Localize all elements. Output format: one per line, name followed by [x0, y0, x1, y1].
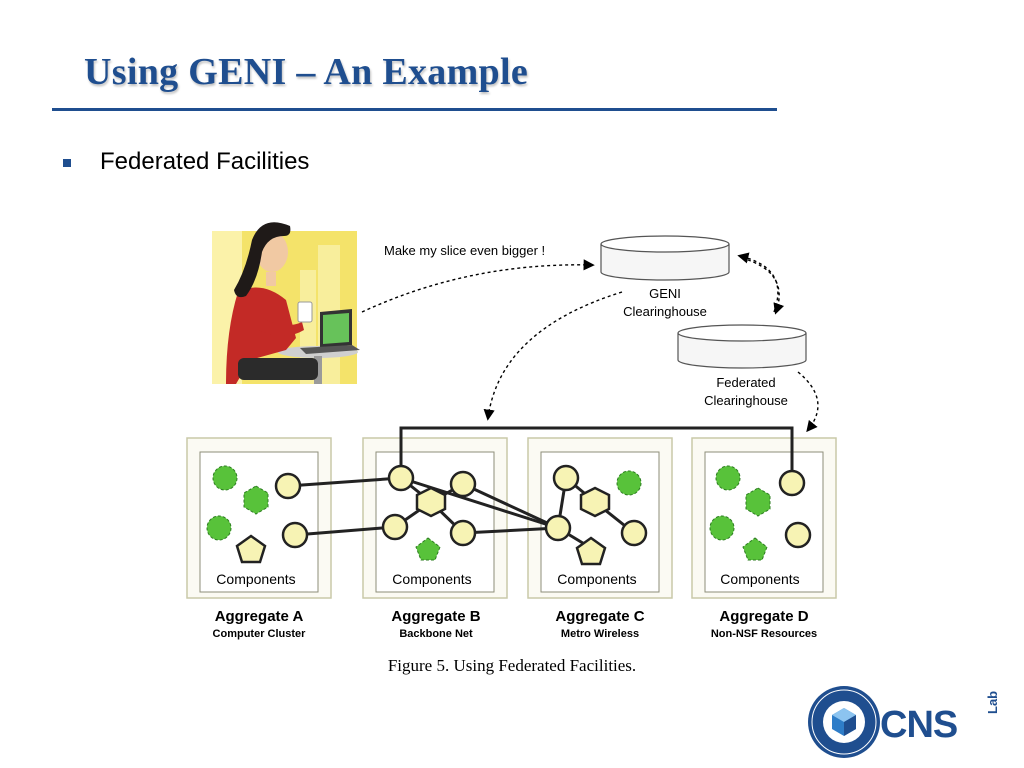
components-label-d: Components	[720, 571, 799, 587]
woman-illustration	[212, 222, 360, 384]
figure-caption: Figure 5. Using Federated Facilities.	[388, 656, 636, 675]
logo-wordmark: CNS	[880, 704, 958, 746]
cns-lab-emblem	[808, 686, 880, 758]
federated-label-1: Federated	[716, 375, 775, 390]
components-label-c: Components	[557, 571, 636, 587]
aggregate-d-name: Aggregate D	[719, 608, 808, 625]
aggregate-a-subtitle: Computer Cluster	[213, 628, 307, 640]
geni-label-2: Clearinghouse	[623, 304, 707, 319]
aggregate-a-name: Aggregate A	[215, 608, 304, 625]
aggregate-b-subtitle: Backbone Net	[399, 628, 473, 640]
logo-lab-text: Lab	[985, 690, 1000, 714]
geni-label-1: GENI	[649, 286, 681, 301]
dashed-arrows	[361, 252, 819, 433]
components-label-b: Components	[392, 571, 471, 587]
geni-clearinghouse-cylinder	[600, 235, 730, 281]
bullet-marker	[63, 159, 71, 167]
aggregate-b-name: Aggregate B	[391, 608, 480, 625]
aggregate-c-subtitle: Metro Wireless	[561, 628, 639, 640]
title-underline	[52, 108, 777, 111]
components-label-a: Components	[216, 571, 295, 587]
inactive-components	[206, 465, 771, 561]
slide-title: Using GENI – An Example	[84, 51, 528, 93]
aggregate-d-subtitle: Non-NSF Resources	[711, 628, 817, 640]
bullet-text: Federated Facilities	[100, 148, 310, 175]
federated-clearinghouse-cylinder	[677, 324, 807, 369]
aggregate-c-name: Aggregate C	[555, 608, 644, 625]
federated-label-2: Clearinghouse	[704, 393, 788, 408]
speech-text: Make my slice even bigger !	[384, 243, 545, 258]
slice-components	[235, 464, 812, 566]
